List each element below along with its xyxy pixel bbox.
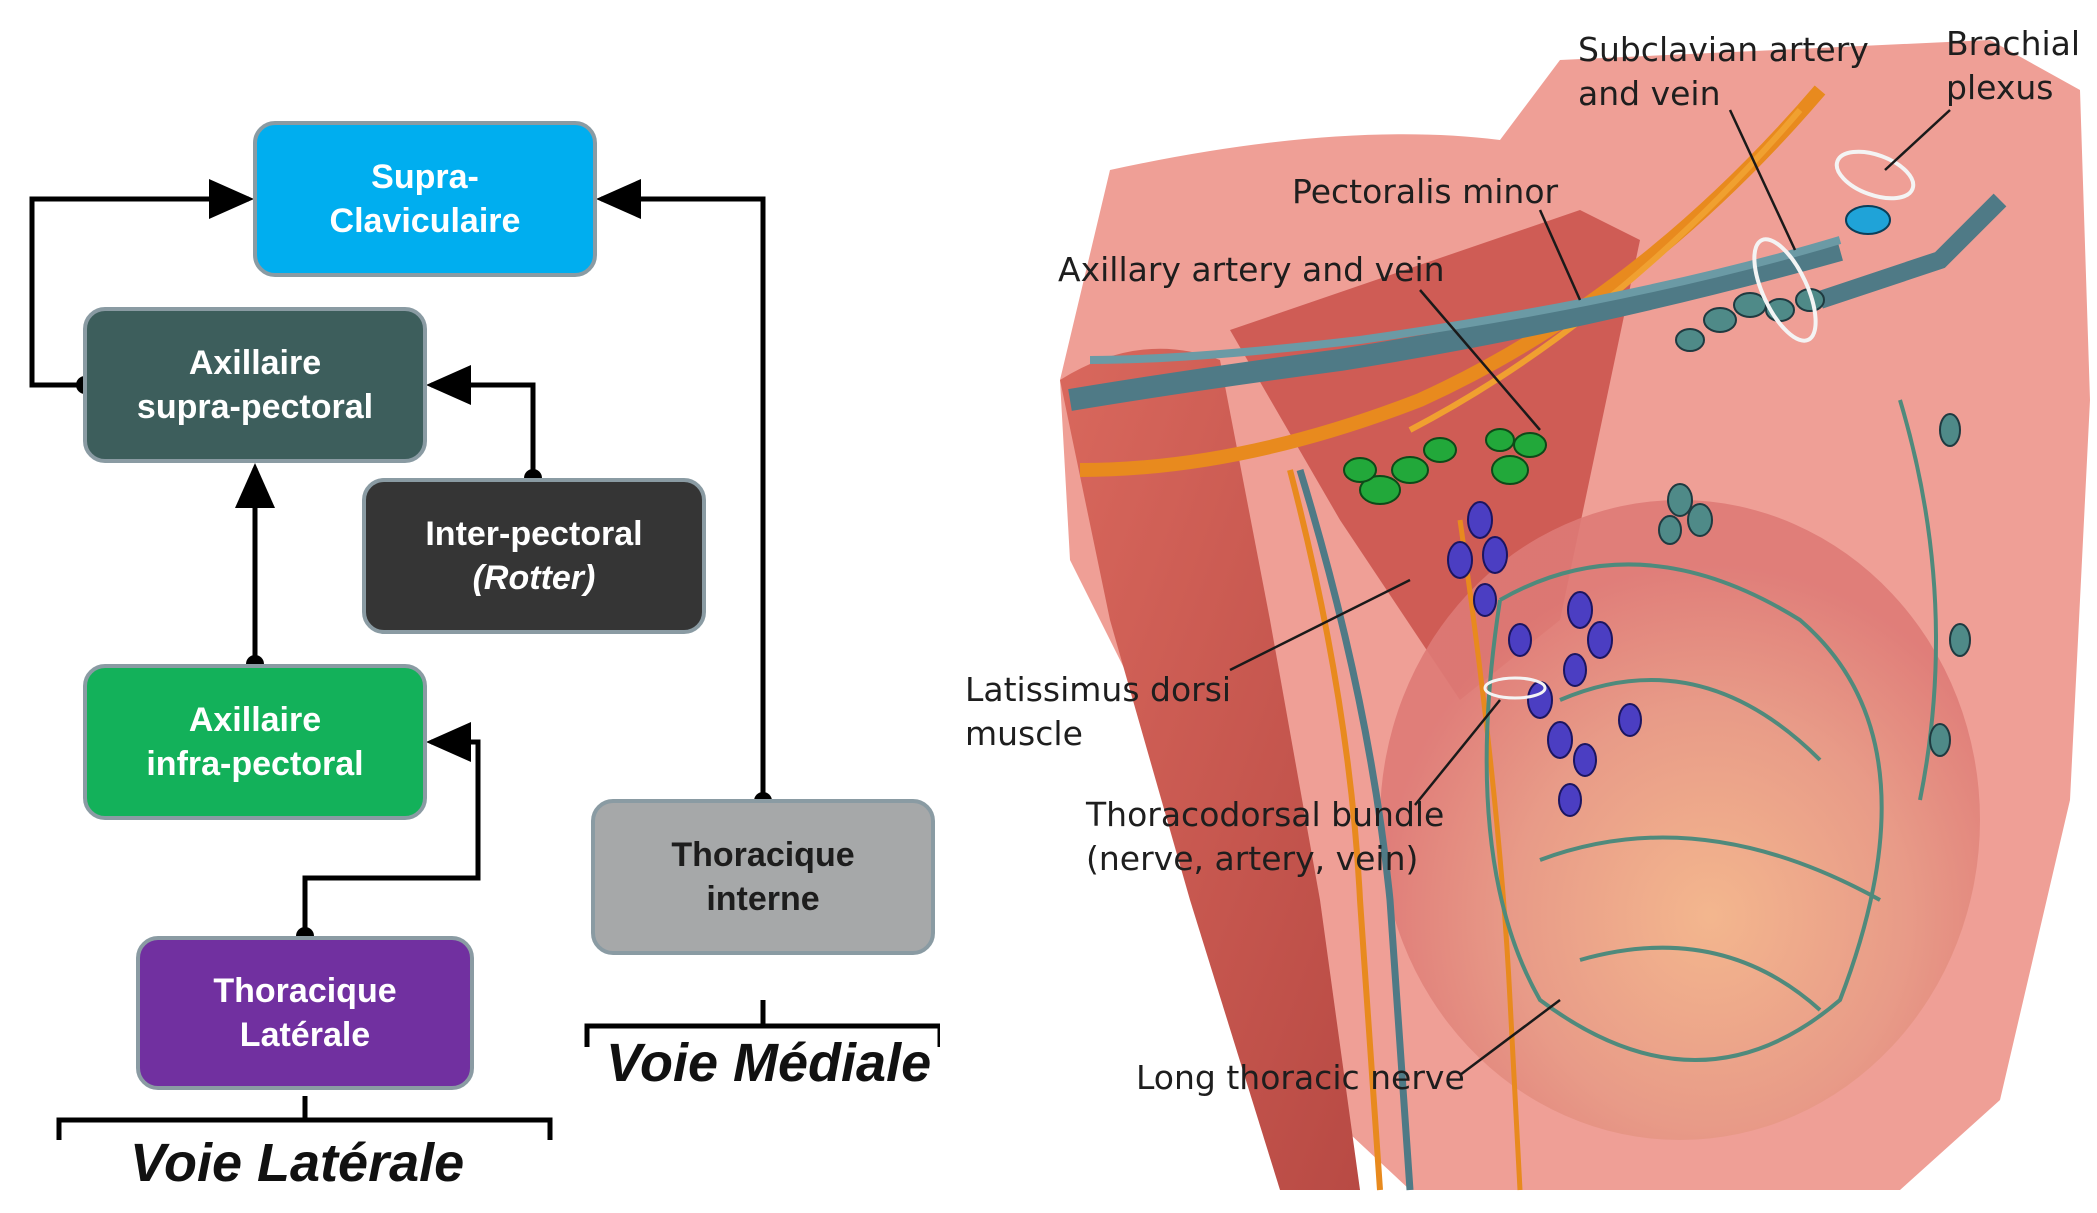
lymphatic-network (1484, 399, 1938, 1062)
node-inter-pectoral-line2: (Rotter) (472, 559, 596, 597)
label-latissimus-dorsi: Latissimus dorsi muscle (965, 670, 1232, 753)
label-brachial-plexus: Brachial plexus (1946, 24, 2081, 107)
node-thoracique-interne: Thoracique interne (591, 799, 935, 955)
bracket-voie-mediale (584, 1000, 940, 1047)
node-axillaire-supra-pectoral-line1: Axillaire (188, 344, 322, 382)
node-thoracique-laterale: Thoracique Latérale (136, 936, 474, 1090)
node-thoracique-interne-line2: interne (706, 880, 820, 918)
node-inter-pectoral: Inter-pectoral (Rotter) (362, 478, 706, 634)
label-subclavian-artery-vein: Subclavian artery and vein (1578, 30, 1869, 113)
thoracodorsal-vessel (1296, 468, 1414, 1191)
node-supra-claviculaire-line2: Claviculaire (329, 202, 521, 240)
node-thoracique-interne-line1: Thoracique (671, 836, 855, 874)
edge-thorint-to-supra (596, 179, 766, 801)
long-thoracic-nerve (1457, 519, 1523, 1191)
label-pectoralis-minor: Pectoralis minor (1292, 172, 1559, 211)
node-thoracique-laterale-line1: Thoracique (213, 972, 397, 1010)
subclavian-vessels (1817, 193, 2007, 309)
edge-thorlat-to-axinfra (302, 722, 481, 936)
thoracodorsal-ring (1483, 676, 1547, 700)
node-thoracique-laterale-line2: Latérale (239, 1016, 371, 1054)
edge-axsupra-to-supra (29, 179, 254, 388)
blue-lymph-nodes (1447, 501, 1642, 817)
node-supra-claviculaire-line1: Supra- (371, 158, 479, 196)
label-axillary-artery-vein: Axillary artery and vein (1058, 250, 1445, 289)
group-label-voie-mediale: Voie Médiale (606, 1033, 932, 1093)
node-axillaire-infra-pectoral-line1: Axillaire (188, 701, 322, 739)
node-axillaire-infra-pectoral: Axillaire infra-pectoral (83, 664, 427, 820)
node-inter-pectoral-line1: Inter-pectoral (425, 515, 643, 553)
brachial-plexus-marker (1845, 205, 1891, 235)
edge-inter-to-axsupra (426, 365, 536, 478)
axillary-vessels (1068, 239, 1843, 411)
label-leader-lines (1229, 109, 1951, 1076)
thoracodorsal-bundle (1287, 469, 1383, 1191)
brachial-ring (1834, 149, 1916, 201)
label-thoracodorsal-bundle: Thoracodorsal bundle (nerve, artery, vei… (1086, 795, 1445, 878)
node-axillaire-supra-pectoral-line2: supra-pectoral (136, 388, 374, 426)
label-long-thoracic-nerve: Long thoracic nerve (1136, 1058, 1465, 1097)
green-lymph-nodes (1343, 428, 1547, 505)
latissimus-dorsi-muscle (1060, 348, 1360, 1190)
node-supra-claviculaire: Supra- Claviculaire (253, 121, 597, 277)
vessel-branch (1089, 236, 1842, 364)
bracket-voie-laterale (56, 1096, 553, 1140)
node-axillaire-supra-pectoral: Axillaire supra-pectoral (83, 307, 427, 463)
axillary-anatomy-illustration (1060, 40, 2090, 1191)
group-label-voie-laterale: Voie Latérale (130, 1133, 465, 1193)
subclavian-ring (1752, 237, 1818, 343)
node-axillaire-infra-pectoral-line2: infra-pectoral (146, 745, 364, 783)
